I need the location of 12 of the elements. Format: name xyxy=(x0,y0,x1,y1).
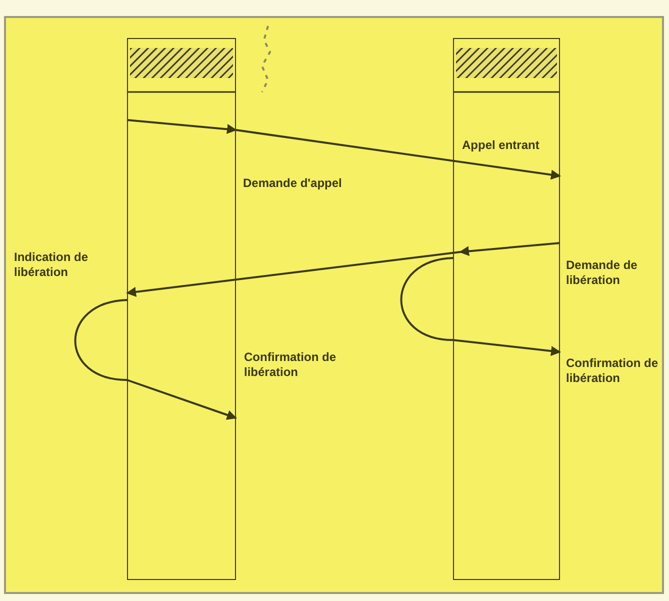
message-label: Confirmation de libération xyxy=(566,356,658,386)
lifeline-column xyxy=(453,38,560,580)
message-label: Confirmation de libération xyxy=(244,350,337,380)
lifeline-column xyxy=(127,38,236,580)
message-label: Demande d'appel xyxy=(243,176,342,191)
message-arrow xyxy=(126,119,561,180)
message-label: Demande de libération xyxy=(566,258,638,288)
message-label: Indication de libération xyxy=(14,250,90,280)
loop-arrow xyxy=(400,257,561,356)
message-arrow xyxy=(126,242,560,297)
message-label: Appel entrant xyxy=(462,138,540,153)
loop-arrow xyxy=(74,299,237,420)
